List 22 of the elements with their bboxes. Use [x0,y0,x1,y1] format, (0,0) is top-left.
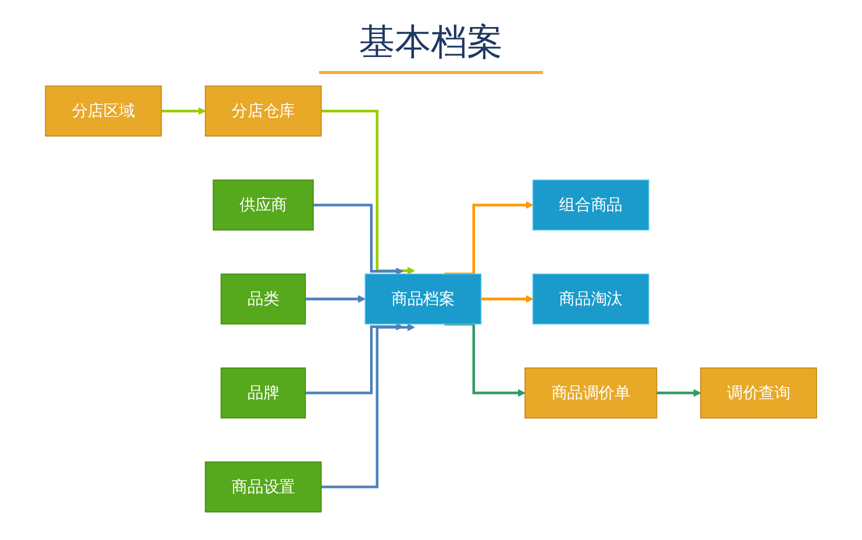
node-box: 商品档案 [364,274,482,324]
arrow [444,201,534,276]
diagram-title: 基本档案 [319,18,543,74]
arrow [321,323,415,488]
node-box: 调价查询 [700,368,817,418]
node-box: 商品淘汰 [532,274,650,324]
node-box: 品牌 [220,368,306,418]
node-box: 组合商品 [532,180,650,230]
arrow [305,322,404,394]
node-box: 分店仓库 [204,86,322,137]
node-box: 商品调价单 [524,368,658,418]
node-box: 品类 [220,274,306,324]
arrow [161,107,206,115]
arrow [321,110,415,275]
node-box: 商品设置 [204,461,322,512]
arrow [656,389,701,397]
arrow [444,322,526,397]
arrow [305,295,366,303]
node-box: 供应商 [212,180,314,230]
arrow [313,204,404,276]
arrow [481,295,534,303]
node-box: 分店区域 [45,86,162,137]
